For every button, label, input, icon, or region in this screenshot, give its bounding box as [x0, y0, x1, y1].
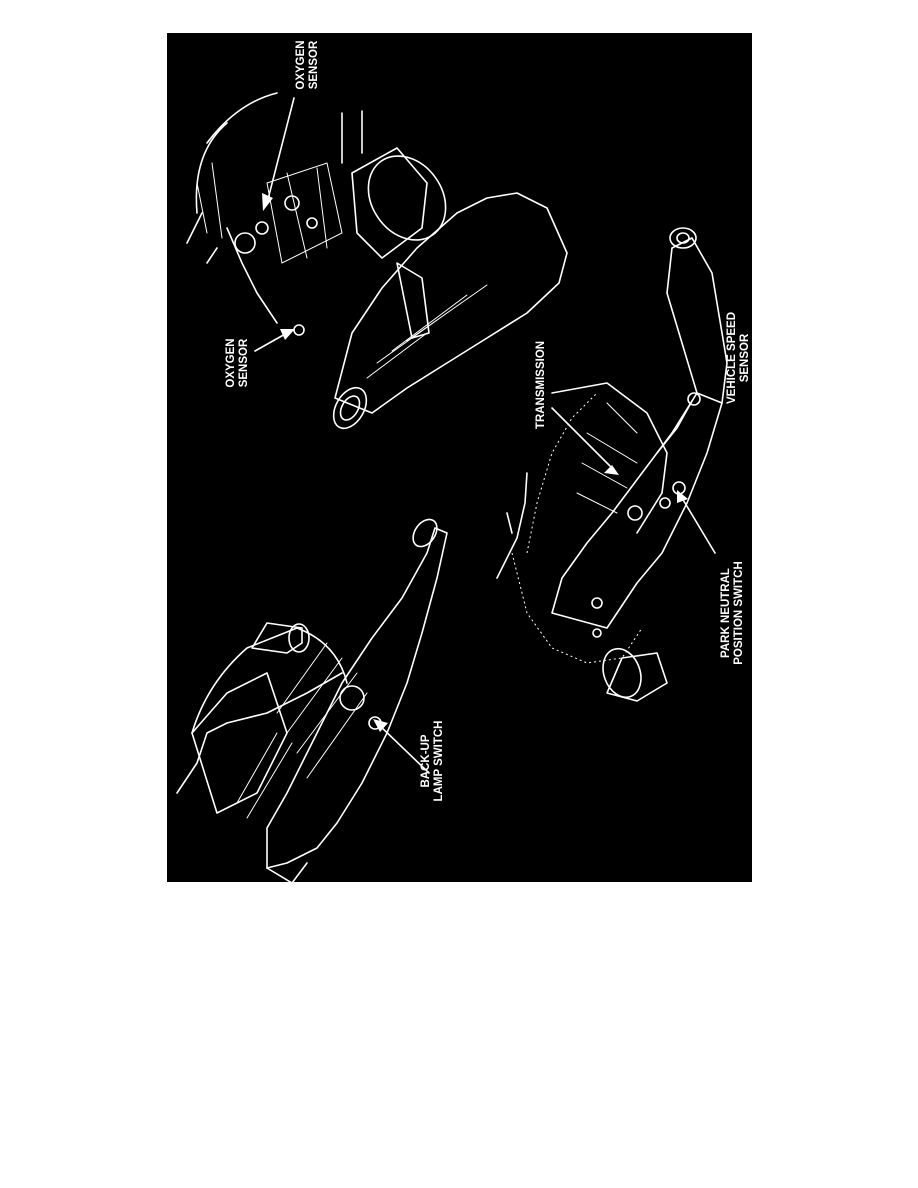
- figure-drawing: OXYGEN SENSOR OXYGEN SENSOR TRANSMISSION…: [176, 40, 751, 882]
- transmission-label: TRANSMISSION: [535, 341, 547, 429]
- manual-transmission-illustration: [176, 518, 448, 882]
- exhaust-transmission-illustration: [186, 92, 568, 430]
- back-up-lamp-switch-line1: BACK-UP: [420, 734, 432, 787]
- callout-back-up-lamp-switch: BACK-UP LAMP SWITCH: [420, 721, 445, 802]
- oxygen-sensor-upper-line2: SENSOR: [308, 40, 320, 89]
- oxygen-sensor-lower-line1: OXYGEN: [225, 338, 237, 387]
- callout-vehicle-speed-sensor: VEHICLE SPEED SENSOR: [726, 312, 751, 404]
- oxygen-sensor-upper-line1: OXYGEN: [295, 40, 307, 89]
- callout-park-neutral-position-switch: PARK NEUTRAL POSITION SWITCH: [720, 561, 745, 665]
- park-neutral-position-switch-line1: PARK NEUTRAL: [720, 568, 732, 658]
- vehicle-speed-sensor-line1: VEHICLE SPEED: [726, 312, 738, 404]
- callout-oxygen-sensor-lower: OXYGEN SENSOR: [225, 338, 250, 388]
- callout-oxygen-sensor-upper: OXYGEN SENSOR: [295, 40, 320, 90]
- oxygen-sensor-lower-line2: SENSOR: [238, 338, 250, 387]
- automatic-transmission-illustration: [496, 227, 728, 702]
- vehicle-speed-sensor-line2: SENSOR: [739, 333, 751, 382]
- back-up-lamp-switch-line2: LAMP SWITCH: [433, 721, 445, 802]
- component-location-figure: OXYGEN SENSOR OXYGEN SENSOR TRANSMISSION…: [167, 33, 752, 882]
- park-neutral-position-switch-line2: POSITION SWITCH: [733, 561, 745, 665]
- callout-transmission: TRANSMISSION: [535, 341, 547, 429]
